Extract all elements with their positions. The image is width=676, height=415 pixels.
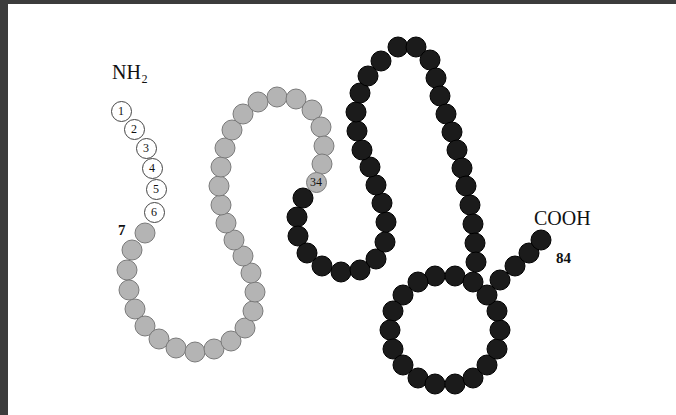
residue-circle: 2 [124, 119, 145, 140]
frame-edge [0, 0, 676, 4]
residue-number: 34 [310, 176, 322, 188]
residue-number: 5 [153, 183, 159, 195]
residue-number: 7 [118, 223, 126, 238]
residue-number: 4 [149, 162, 155, 174]
residue-number: 3 [143, 142, 149, 154]
residue-number: 6 [151, 206, 157, 218]
residue-circle: 4 [142, 158, 163, 179]
residue-number: 1 [118, 105, 124, 117]
residue-circle: 5 [146, 179, 167, 200]
terminus-label: COOH [534, 208, 591, 228]
residue-circle: 3 [136, 138, 157, 159]
residue-circle: 34 [306, 172, 327, 193]
residue-circle: 1 [111, 101, 132, 122]
frame-edge [0, 0, 8, 415]
residue-number: 84 [556, 251, 571, 266]
residue-circle: 6 [144, 202, 165, 223]
terminus-label: NH₂ [112, 62, 148, 82]
residue-number: 2 [131, 123, 137, 135]
